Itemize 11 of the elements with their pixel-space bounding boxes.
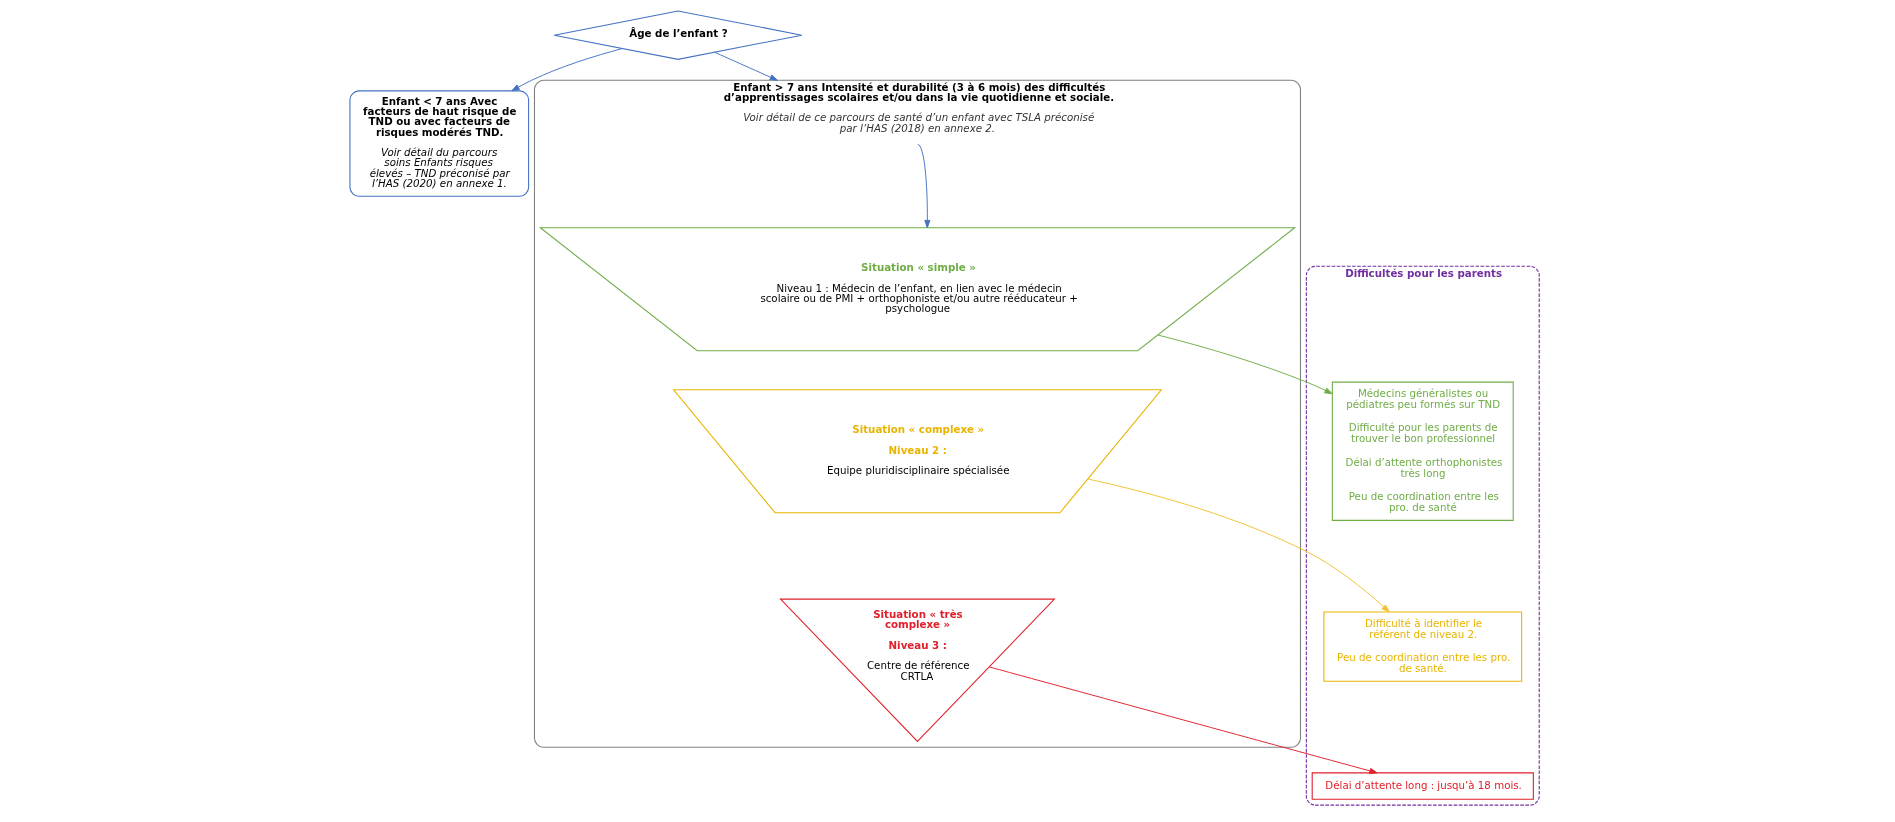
arrow (714, 51, 778, 81)
node-box: Difficulté à identifier le référent de niveau 2. Peu de coordination entre les pro. de santé. (1323, 611, 1523, 682)
arrow (1087, 478, 1390, 613)
node-box: Médecins généralistes ou pédiatres peu formés sur TND Difficulté pour les parents de trouver le bon professionnel Délai d’attente orthophonistes très long Peu de coordination entre les pro. de santé (1331, 381, 1514, 521)
arrow (1157, 334, 1333, 395)
node-box: Délai d’attente long : jusqu’à 18 mois. (1311, 772, 1534, 800)
arrow (511, 48, 623, 92)
arrow (988, 666, 1378, 774)
node-diamond: Âge de l’enfant ? (553, 10, 803, 60)
node-box: Enfant < 7 ans Avec facteurs de haut risque de TND ou avec facteurs de risques modérés TND. Voir détail du parcours soins Enfants risques élevés – TND préconisé par l’HAS (2020) en annexe 1. (349, 90, 530, 197)
arrow (917, 143, 931, 229)
